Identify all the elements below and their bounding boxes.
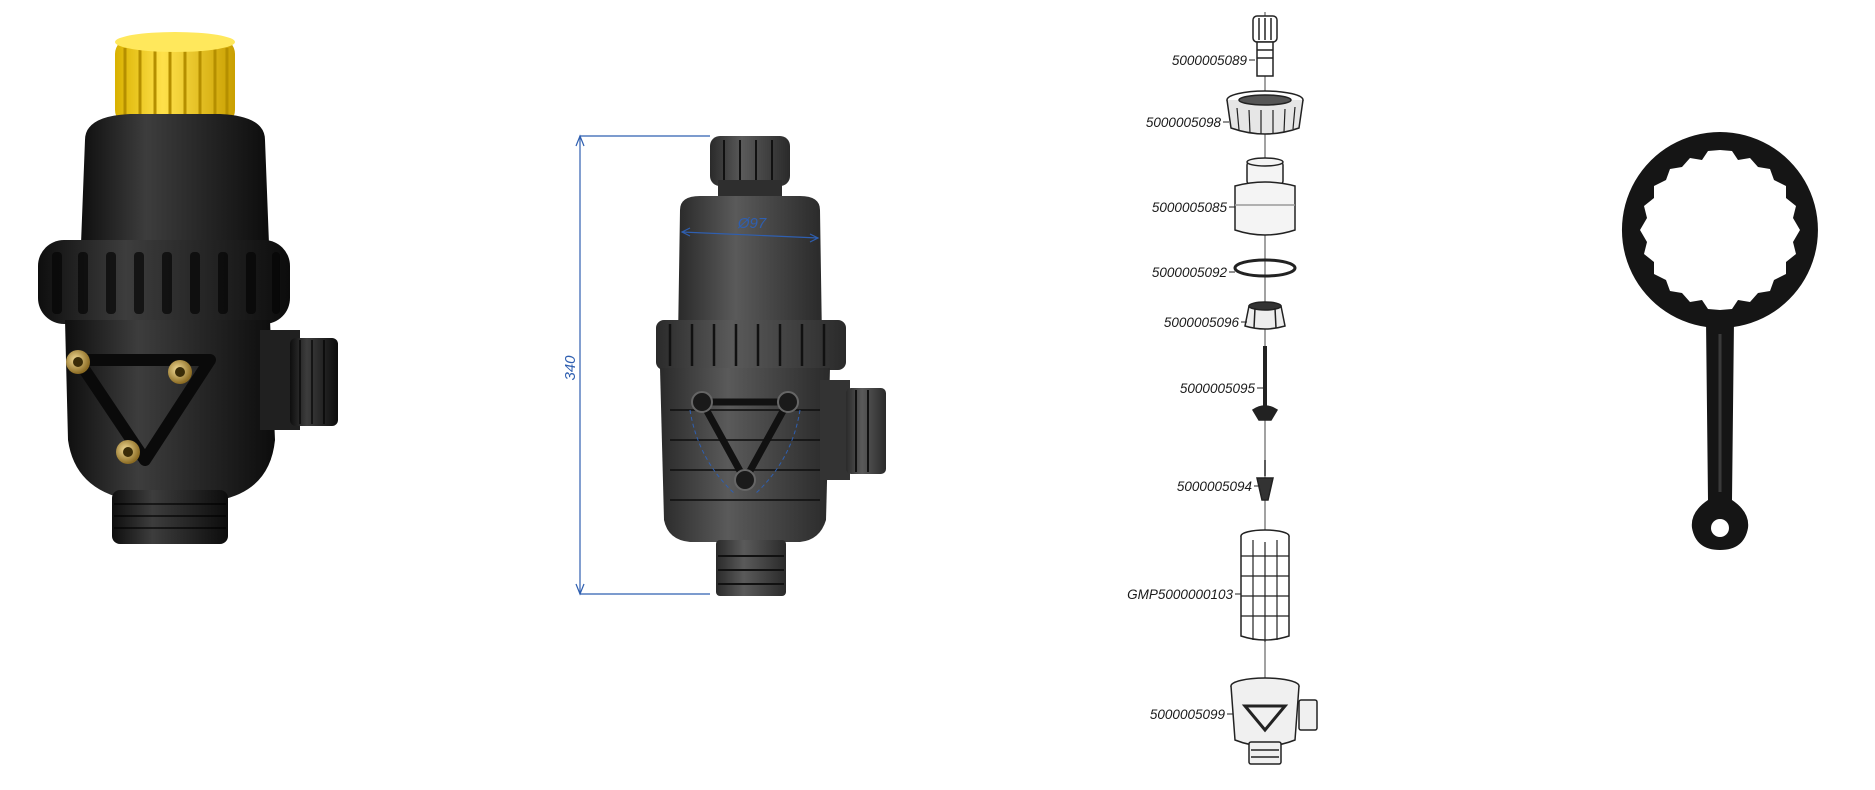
- part-mesh-filter: [1240, 529, 1290, 642]
- part-label-threaded-ring: 5000005098: [1146, 115, 1222, 130]
- exploded-view-svg: 5000005089 5000005098 5000005085 5000005092…: [1127, 12, 1318, 765]
- part-label-cone-spring: 5000005094: [1177, 479, 1252, 494]
- part-o-ring: [1233, 258, 1297, 278]
- drawing-side-outlet: [820, 380, 886, 480]
- lower-body: [65, 320, 275, 500]
- drawing-collar: [656, 320, 846, 370]
- product-photo: [20, 20, 400, 660]
- drawing-top-cap: [710, 136, 790, 196]
- part-cylinder-housing: [1234, 157, 1296, 236]
- part-bolt: [1252, 15, 1278, 77]
- height-label: 340: [562, 355, 579, 381]
- drawing-upper-housing: [678, 196, 822, 340]
- part-label-o-ring: 5000005092: [1152, 265, 1228, 280]
- dimension-drawing-svg: 340 Ø97: [562, 134, 886, 596]
- filter-wrench-icon: [1621, 132, 1818, 550]
- part-label-bolt: 5000005089: [1172, 53, 1248, 68]
- upper-housing: [80, 114, 270, 270]
- bottom-outlet: [112, 490, 228, 544]
- drawing-bottom-outlet: [716, 540, 786, 596]
- ribbed-collar: [38, 240, 290, 324]
- part-label-mesh-filter: GMP5000000103: [1127, 587, 1233, 602]
- filter-valve-photo: [38, 32, 338, 544]
- part-threaded-ring: [1226, 90, 1304, 135]
- y-frame: [72, 354, 216, 466]
- height-dimension-line: [575, 134, 710, 596]
- dimension-drawing: 340 Ø97: [530, 110, 930, 610]
- drawing-lower-body: [660, 368, 830, 542]
- part-valve-stem: [1251, 346, 1279, 421]
- part-label-filter-base: 5000005099: [1150, 707, 1226, 722]
- part-labels: 5000005089 5000005098 5000005085 5000005092…: [1127, 53, 1263, 722]
- part-label-nut-bushing: 5000005096: [1164, 315, 1240, 330]
- yellow-cap: [115, 32, 235, 126]
- drawing-y-frame: [696, 398, 794, 488]
- part-cone-spring: [1256, 460, 1274, 501]
- diameter-dimension-line: [680, 227, 820, 243]
- part-filter-base: [1230, 677, 1318, 765]
- brass-fittings: [66, 350, 192, 464]
- exploded-view: 5000005089 5000005098 5000005085 5000005092…: [1105, 0, 1405, 785]
- drawing-fittings: [691, 391, 799, 491]
- diameter-label: Ø97: [737, 215, 767, 232]
- wrench-panel: [1610, 120, 1830, 560]
- part-nut-bushing: [1244, 301, 1286, 330]
- side-outlet: [260, 330, 338, 430]
- angle-marks: [689, 409, 801, 495]
- part-label-valve-stem: 5000005095: [1180, 381, 1256, 396]
- part-label-cylinder-housing: 5000005085: [1152, 200, 1228, 215]
